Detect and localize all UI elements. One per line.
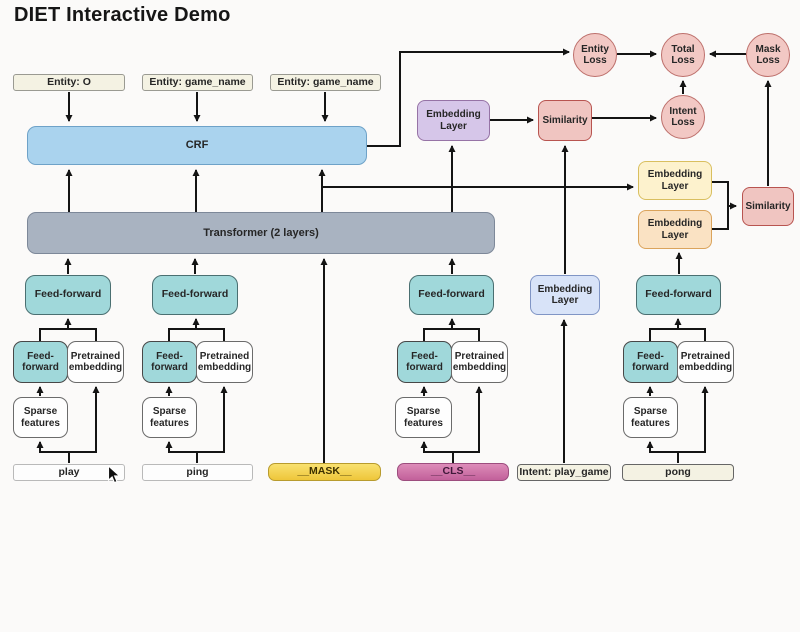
sparse-features-play-node: Sparse features [13, 397, 68, 438]
similarity-mask-node: Similarity [742, 187, 794, 226]
mouse-cursor-icon [107, 464, 121, 490]
embedding-layer-mask-bottom-node: Embedding Layer [638, 210, 712, 249]
sparse-features-pong-node: Sparse features [623, 397, 678, 438]
sparse-features-ping-node: Sparse features [142, 397, 197, 438]
token-intent-label[interactable]: Intent: play_game [517, 464, 611, 481]
entity-label-play: Entity: O [13, 74, 125, 91]
feed-forward-pong-node: Feed-forward [636, 275, 721, 315]
embedding-layer-mask-top-node: Embedding Layer [638, 161, 712, 200]
mask-loss-node: Mask Loss [746, 33, 790, 77]
pretrained-embedding-pong-node: Pretrained embedding [677, 341, 734, 383]
crf-node: CRF [27, 126, 367, 165]
pretrained-embedding-ping-node: Pretrained embedding [196, 341, 253, 383]
intent-loss-node: Intent Loss [661, 95, 705, 139]
small-feed-forward-cls-node: Feed-forward [397, 341, 452, 383]
sparse-features-cls-node: Sparse features [395, 397, 452, 438]
entity-label-mask: Entity: game_name [270, 74, 381, 91]
pretrained-embedding-play-node: Pretrained embedding [67, 341, 124, 383]
total-loss-node: Total Loss [661, 33, 705, 77]
feed-forward-play-node: Feed-forward [25, 275, 111, 315]
small-feed-forward-play-node: Feed-forward [13, 341, 68, 383]
feed-forward-cls-node: Feed-forward [409, 275, 494, 315]
token-pong[interactable]: pong [622, 464, 734, 481]
entity-loss-node: Entity Loss [573, 33, 617, 77]
token-cls[interactable]: __CLS__ [397, 463, 509, 481]
feed-forward-ping-node: Feed-forward [152, 275, 238, 315]
token-play[interactable]: play [13, 464, 125, 481]
embedding-layer-cls-node: Embedding Layer [417, 100, 490, 141]
transformer-node: Transformer (2 layers) [27, 212, 495, 254]
page-title: DIET Interactive Demo [14, 4, 231, 26]
embedding-layer-intent-node: Embedding Layer [530, 275, 600, 315]
small-feed-forward-ping-node: Feed-forward [142, 341, 197, 383]
pretrained-embedding-cls-node: Pretrained embedding [451, 341, 508, 383]
similarity-intent-node: Similarity [538, 100, 592, 141]
small-feed-forward-pong-node: Feed-forward [623, 341, 678, 383]
entity-label-ping: Entity: game_name [142, 74, 253, 91]
token-ping[interactable]: ping [142, 464, 253, 481]
token-mask[interactable]: __MASK__ [268, 463, 381, 481]
